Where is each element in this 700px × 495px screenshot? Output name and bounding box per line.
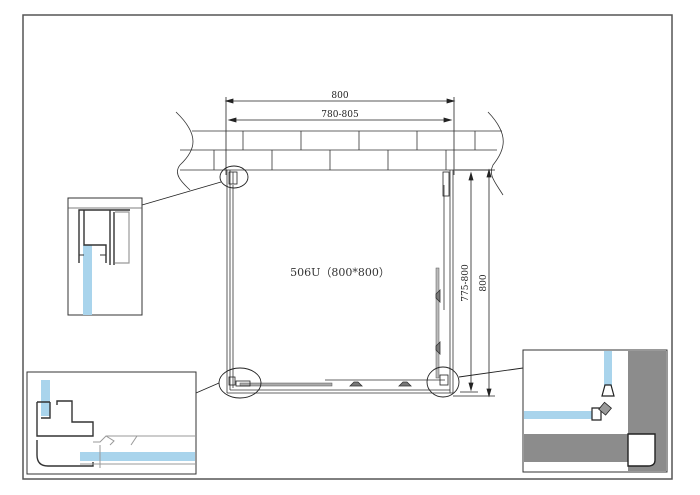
drawing-frame [22, 14, 673, 480]
detail-top-left-profile [67, 197, 143, 316]
glass-panel-icon [83, 245, 92, 315]
detail-bottom-left-corner [26, 371, 197, 475]
hinge-connector-icon [598, 401, 612, 416]
dimension-overall-depth [453, 168, 495, 398]
dimension-adjustable-depth [455, 169, 495, 393]
dimension-adjustable-width [227, 117, 453, 123]
adjustable-width-label: 780-805 [321, 110, 359, 120]
model-label: 506U（800*800） [290, 266, 390, 279]
enclosure-plan [226, 170, 454, 394]
overall-depth-label: 800 [479, 274, 489, 291]
overall-width-label: 800 [331, 91, 348, 101]
adjustable-depth-label: 775-800 [461, 264, 471, 302]
callout-markers [141, 165, 524, 399]
dimension-overall-width [224, 97, 456, 175]
detail-bottom-right-corner [522, 349, 668, 473]
brick-wall [175, 111, 504, 196]
